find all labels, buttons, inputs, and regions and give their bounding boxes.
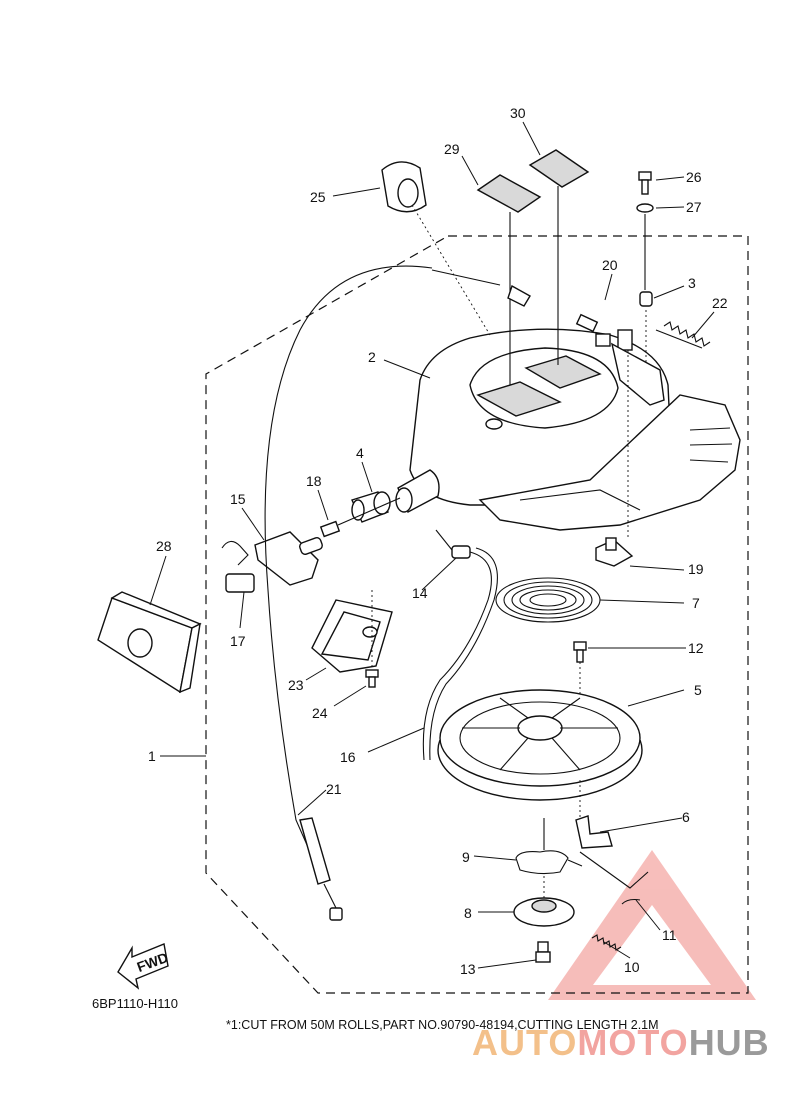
bolt-13 <box>535 941 551 963</box>
callout-9: 9 <box>462 849 470 865</box>
pawl-6 <box>575 815 613 849</box>
callout-18: 18 <box>306 473 322 489</box>
callout-5: 5 <box>694 682 702 698</box>
callout-30: 30 <box>510 105 526 121</box>
callout-3: 3 <box>688 275 696 291</box>
callout-21: 21 <box>326 781 342 797</box>
decal-30 <box>528 149 590 188</box>
pad-28 <box>97 591 202 694</box>
callout-11: 11 <box>662 927 677 943</box>
callout-10: 10 <box>624 959 640 975</box>
reel-5 <box>437 689 643 801</box>
decal-29 <box>476 174 542 213</box>
callout-6: 6 <box>682 809 690 825</box>
callout-8: 8 <box>464 905 472 921</box>
diagram-code: 6BP1110-H110 <box>92 996 179 1011</box>
callout-17: 17 <box>230 633 246 649</box>
callout-12: 12 <box>688 640 704 656</box>
lever-15 <box>221 531 323 586</box>
callout-2: 2 <box>368 349 376 365</box>
callout-labels: 25 29 30 26 27 20 3 22 2 4 18 15 28 17 1… <box>148 105 728 977</box>
clip-11 <box>579 851 649 905</box>
callout-1: 1 <box>148 748 156 764</box>
callout-13: 13 <box>460 961 476 977</box>
watermark-triangle-icon <box>548 850 756 1000</box>
collar-3 <box>639 291 653 307</box>
callout-7: 7 <box>692 595 700 611</box>
fwd-arrow-icon: FWD <box>117 943 170 990</box>
spring-22 <box>655 321 711 349</box>
callout-15: 15 <box>230 491 246 507</box>
bolt-26 <box>638 171 652 195</box>
spiral-spring-7 <box>495 577 601 623</box>
watermark-logo: AUTOMOTOHUB <box>472 1022 770 1064</box>
bracket-23 <box>311 599 393 673</box>
pin-19 <box>595 537 634 567</box>
callout-25: 25 <box>310 189 326 205</box>
leader-lines <box>149 121 715 969</box>
watermark-part2: MOTO <box>577 1022 689 1063</box>
screw-12 <box>573 641 587 663</box>
callout-23: 23 <box>288 677 304 693</box>
callout-14: 14 <box>412 585 428 601</box>
callout-19: 19 <box>688 561 704 577</box>
callout-26: 26 <box>686 169 702 185</box>
fitting-14 <box>435 529 471 559</box>
callout-27: 27 <box>686 199 702 215</box>
callout-28: 28 <box>156 538 172 554</box>
cable-joint-18 <box>319 520 341 538</box>
grommet-25 <box>381 161 491 336</box>
washer-27 <box>636 203 654 213</box>
wire-9 <box>515 818 583 875</box>
plunger-assembly-20 <box>575 313 665 540</box>
callout-29: 29 <box>444 141 460 157</box>
screw-24 <box>365 669 379 688</box>
spring-10 <box>591 934 622 951</box>
cable-21 <box>264 265 433 871</box>
callout-22: 22 <box>712 295 728 311</box>
starter-housing <box>395 328 741 531</box>
callout-20: 20 <box>602 257 618 273</box>
watermark-part1: AUTO <box>472 1022 578 1063</box>
cable-end-21 <box>299 817 331 885</box>
callout-16: 16 <box>340 749 356 765</box>
plate-8 <box>513 876 575 927</box>
cable-guide-4 <box>351 491 391 523</box>
footnote: *1:CUT FROM 50M ROLLS,PART NO.90790-4819… <box>226 1018 659 1032</box>
callout-24: 24 <box>312 705 328 721</box>
assembly-outline <box>205 235 749 994</box>
hose-16 <box>422 551 492 761</box>
watermark-part3: HUB <box>688 1022 770 1063</box>
callout-4: 4 <box>356 445 364 461</box>
clip-17 <box>225 573 255 593</box>
